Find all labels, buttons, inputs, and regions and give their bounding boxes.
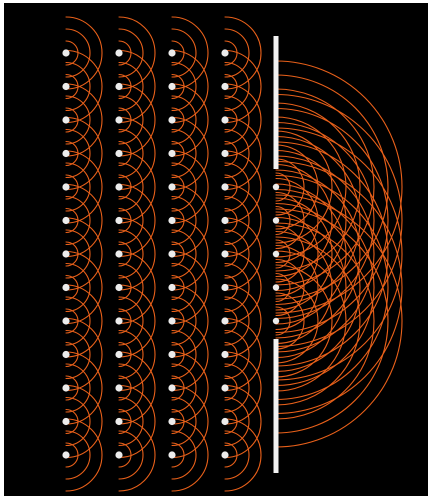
point-source [168,451,175,458]
point-source [221,451,228,458]
point-source [168,183,175,190]
point-source [168,384,175,391]
point-source [62,183,69,190]
point-source [62,451,69,458]
slit-point-source [273,284,279,290]
point-source [221,384,228,391]
point-source [62,351,69,358]
point-source [168,116,175,123]
point-source [62,116,69,123]
point-source [221,418,228,425]
huygens-diffraction-diagram [4,3,428,496]
point-source [221,284,228,291]
point-source [62,284,69,291]
barrier-lower-segment [274,339,279,473]
point-source [62,418,69,425]
slit-point-source [273,217,279,223]
point-source [115,284,122,291]
point-source [115,183,122,190]
slit-point-source [273,318,279,324]
point-source [115,116,122,123]
point-source [115,49,122,56]
point-source [168,418,175,425]
point-source [62,83,69,90]
point-source [62,384,69,391]
point-source [168,351,175,358]
point-source [115,317,122,324]
point-source [221,317,228,324]
point-source [62,217,69,224]
point-source [221,150,228,157]
point-source [115,451,122,458]
point-source [115,351,122,358]
point-source [221,351,228,358]
point-source [168,250,175,257]
point-source [115,83,122,90]
point-source [168,217,175,224]
point-source [115,250,122,257]
point-source [221,83,228,90]
point-source [168,317,175,324]
point-source [62,317,69,324]
point-source [221,49,228,56]
point-source [168,83,175,90]
point-source [168,150,175,157]
slit-point-source [273,184,279,190]
point-source [221,183,228,190]
point-source [62,49,69,56]
point-source [221,217,228,224]
point-source [221,250,228,257]
barrier-upper-segment [274,36,279,169]
point-source [221,116,228,123]
point-source [168,49,175,56]
slit-point-source [273,251,279,257]
point-source [62,150,69,157]
point-source [62,250,69,257]
point-source [168,284,175,291]
point-source [115,150,122,157]
point-source [115,418,122,425]
point-source [115,384,122,391]
point-source [115,217,122,224]
